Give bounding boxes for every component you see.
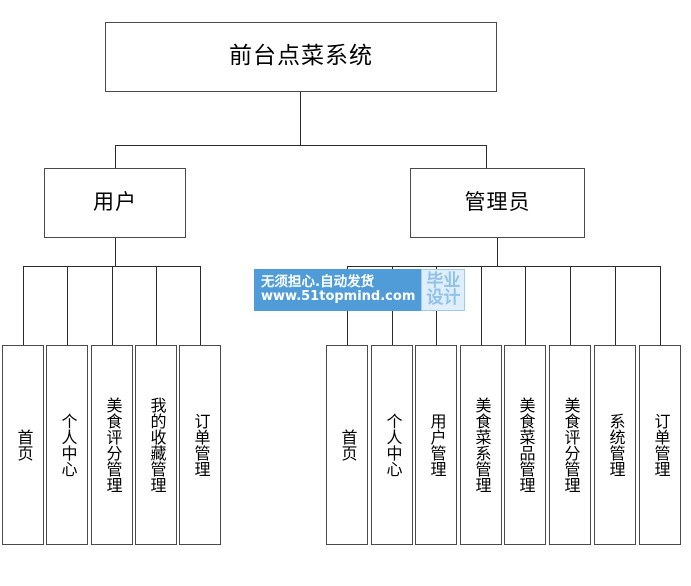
connector-user-leaf-2 <box>67 266 69 345</box>
node-root-system[interactable]: 前台点菜系统 <box>105 22 497 92</box>
node-branch-admin[interactable]: 管理员 <box>410 168 585 238</box>
node-leaf-admin-home[interactable]: 首页 <box>326 345 368 545</box>
watermark-url: www.51topmind.com <box>261 289 416 305</box>
connector-admin-leaf-5 <box>525 266 527 345</box>
watermark-badge-line1: 毕业 <box>426 270 461 291</box>
connector-bus-to-admin <box>486 145 488 168</box>
connector-user-leaf-5 <box>200 266 202 345</box>
watermark-slogan: 无须担心.自动发货 <box>261 274 375 291</box>
node-leaf-user-home[interactable]: 首页 <box>2 345 44 545</box>
connector-admin-drop <box>497 238 499 266</box>
connector-admin-leaf-6 <box>570 266 572 345</box>
watermark-text-block: 无须担心.自动发货 www.51topmind.com <box>254 269 422 311</box>
connector-admin-leaf-4 <box>481 266 483 345</box>
node-leaf-user-my-favorites-management[interactable]: 我的收藏管理 <box>135 345 177 545</box>
watermark-banner: 无须担心.自动发货 www.51topmind.com 毕业 设计 <box>254 269 466 311</box>
node-leaf-admin-dish-management[interactable]: 美食菜品管理 <box>504 345 546 545</box>
node-leaf-admin-system-management[interactable]: 系统管理 <box>594 345 636 545</box>
node-leaf-user-food-rating-management[interactable]: 美食评分管理 <box>91 345 133 545</box>
watermark-badge: 毕业 设计 <box>421 269 466 311</box>
connector-user-leaf-4 <box>156 266 158 345</box>
connector-bus-to-user <box>115 145 117 168</box>
connector-admin-leaf-8 <box>660 266 662 345</box>
node-leaf-admin-order-management[interactable]: 订单管理 <box>639 345 681 545</box>
connector-root-trunk <box>300 92 302 145</box>
connector-level1-bus <box>115 145 486 147</box>
connector-user-leaf-3 <box>112 266 114 345</box>
node-leaf-admin-personal-center[interactable]: 个人中心 <box>371 345 413 545</box>
watermark-badge-line2: 设计 <box>426 288 461 308</box>
node-leaf-admin-cuisine-management[interactable]: 美食菜系管理 <box>460 345 502 545</box>
connector-admin-leaf-7 <box>615 266 617 345</box>
node-branch-user[interactable]: 用户 <box>44 168 186 238</box>
node-leaf-user-personal-center[interactable]: 个人中心 <box>46 345 88 545</box>
connector-admin-bus <box>347 266 661 268</box>
node-leaf-user-order-management[interactable]: 订单管理 <box>179 345 221 545</box>
connector-user-drop <box>115 238 117 266</box>
node-leaf-admin-user-management[interactable]: 用户管理 <box>415 345 457 545</box>
node-leaf-admin-food-rating-management[interactable]: 美食评分管理 <box>549 345 591 545</box>
connector-user-leaf-1 <box>23 266 25 345</box>
